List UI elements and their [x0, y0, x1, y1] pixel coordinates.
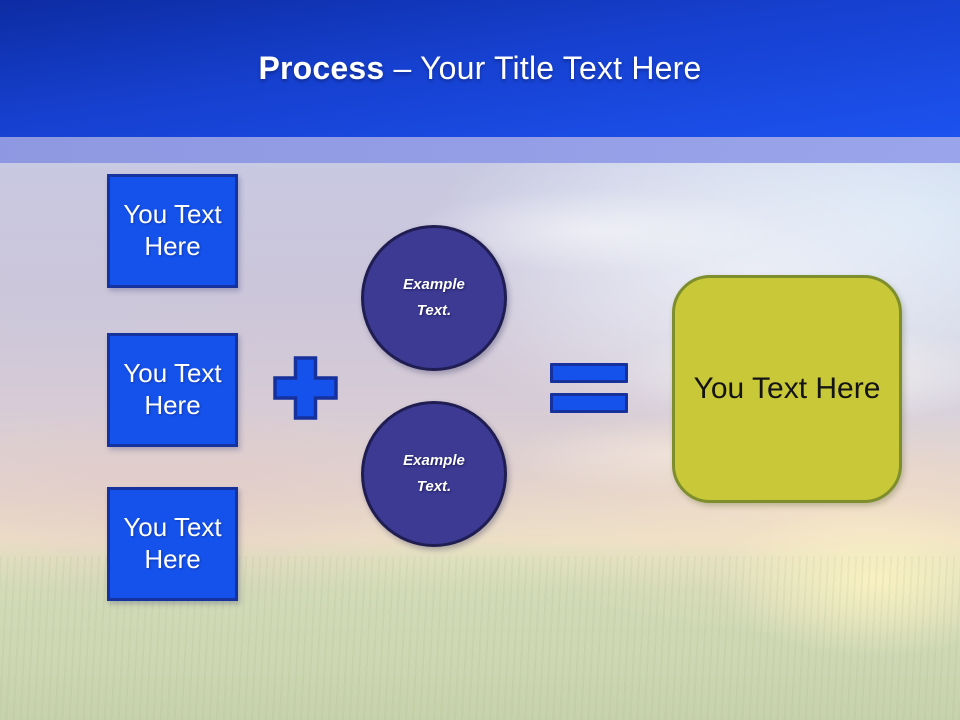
equals-icon	[550, 363, 628, 413]
title-subtitle: – Your Title Text Here	[393, 50, 702, 86]
equals-top-bar	[550, 363, 628, 383]
input-box-1: You Text Here	[107, 174, 238, 288]
input-box-1-label: You Text Here	[123, 199, 222, 261]
input-box-2-label: You Text Here	[123, 358, 222, 420]
example-circle-2-label: Example Text.	[403, 451, 465, 495]
equals-bottom-bar	[550, 393, 628, 413]
result-box: You Text Here	[672, 275, 902, 503]
sun-glow-decoration	[600, 470, 960, 690]
input-box-2: You Text Here	[107, 333, 238, 447]
result-box-label: You Text Here	[693, 372, 881, 405]
input-box-3-label: You Text Here	[123, 512, 222, 574]
title-keyword: Process	[258, 50, 394, 86]
example-circle-1: Example Text.	[361, 225, 507, 371]
example-circle-1-label: Example Text.	[403, 275, 465, 319]
input-box-3: You Text Here	[107, 487, 238, 601]
title-bar: Process – Your Title Text Here	[0, 0, 960, 137]
plus-icon	[273, 356, 338, 420]
header-accent-band	[0, 137, 960, 163]
example-circle-2: Example Text.	[361, 401, 507, 547]
slide-title: Process – Your Title Text Here	[258, 50, 701, 87]
